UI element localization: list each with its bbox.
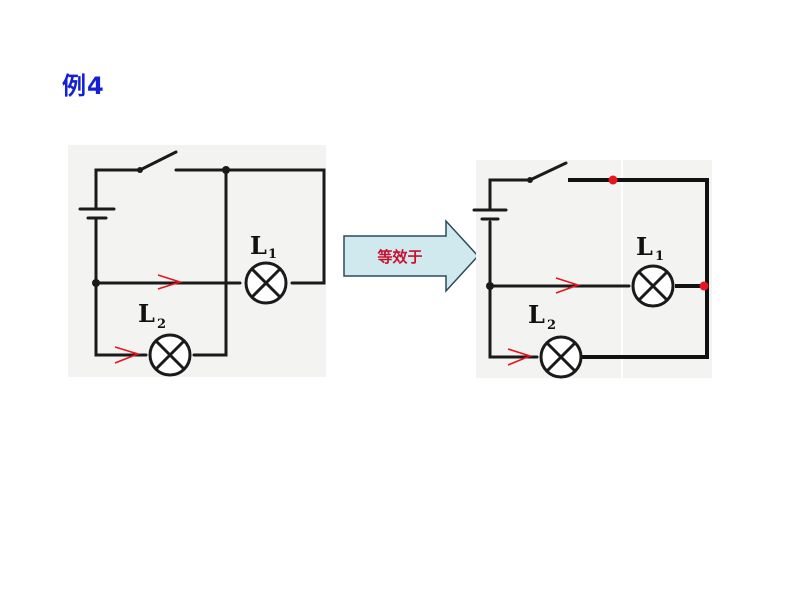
lamp-l1-label: L xyxy=(250,231,267,260)
lamp-l1-subscript: 1 xyxy=(655,249,664,264)
arrow-shape xyxy=(343,219,480,293)
lamp-l2 xyxy=(148,333,192,377)
wire-left-vertical xyxy=(94,218,148,357)
wire-right-loop xyxy=(568,178,709,359)
slide-title: 例4 xyxy=(62,72,105,100)
current-direction-arrow xyxy=(555,277,581,294)
current-direction-arrow xyxy=(114,346,141,364)
red-node-marker xyxy=(608,175,618,185)
lamp-l1 xyxy=(631,264,675,308)
switch-blade xyxy=(528,161,568,182)
current-direction-arrow xyxy=(157,274,183,290)
wire-battery-to-switch xyxy=(488,178,532,210)
equivalent-circuit: L 1 L 2 xyxy=(472,160,712,379)
wire-battery-to-switch xyxy=(94,168,142,209)
original-circuit: L 1 L 2 xyxy=(68,145,326,377)
lamp-l1-label: L xyxy=(636,232,653,261)
current-direction-arrow xyxy=(507,348,533,366)
arrow-label: 等效于 xyxy=(377,248,422,266)
circuit-panel-right xyxy=(476,160,712,378)
circuit-panel-left xyxy=(68,145,326,377)
switch-blade xyxy=(138,150,178,172)
lamp-l2-label: L xyxy=(528,300,545,329)
equivalence-arrow: 等效于 xyxy=(343,219,480,293)
junction-node xyxy=(486,282,494,290)
lamp-l2-subscript: 2 xyxy=(157,317,166,332)
lamp-l2 xyxy=(539,335,583,379)
wire-top-right-loop xyxy=(174,168,326,285)
wire-middle-vertical xyxy=(192,168,228,357)
lamp-l2-label: L xyxy=(138,299,155,328)
lamp-l1-subscript: 1 xyxy=(268,247,277,262)
lamp-l2-subscript: 2 xyxy=(547,318,556,333)
wire-left-vertical xyxy=(488,220,539,359)
red-node-marker xyxy=(699,281,709,291)
junction-node xyxy=(92,279,100,287)
junction-node xyxy=(222,166,230,174)
lamp-l1 xyxy=(244,261,288,305)
